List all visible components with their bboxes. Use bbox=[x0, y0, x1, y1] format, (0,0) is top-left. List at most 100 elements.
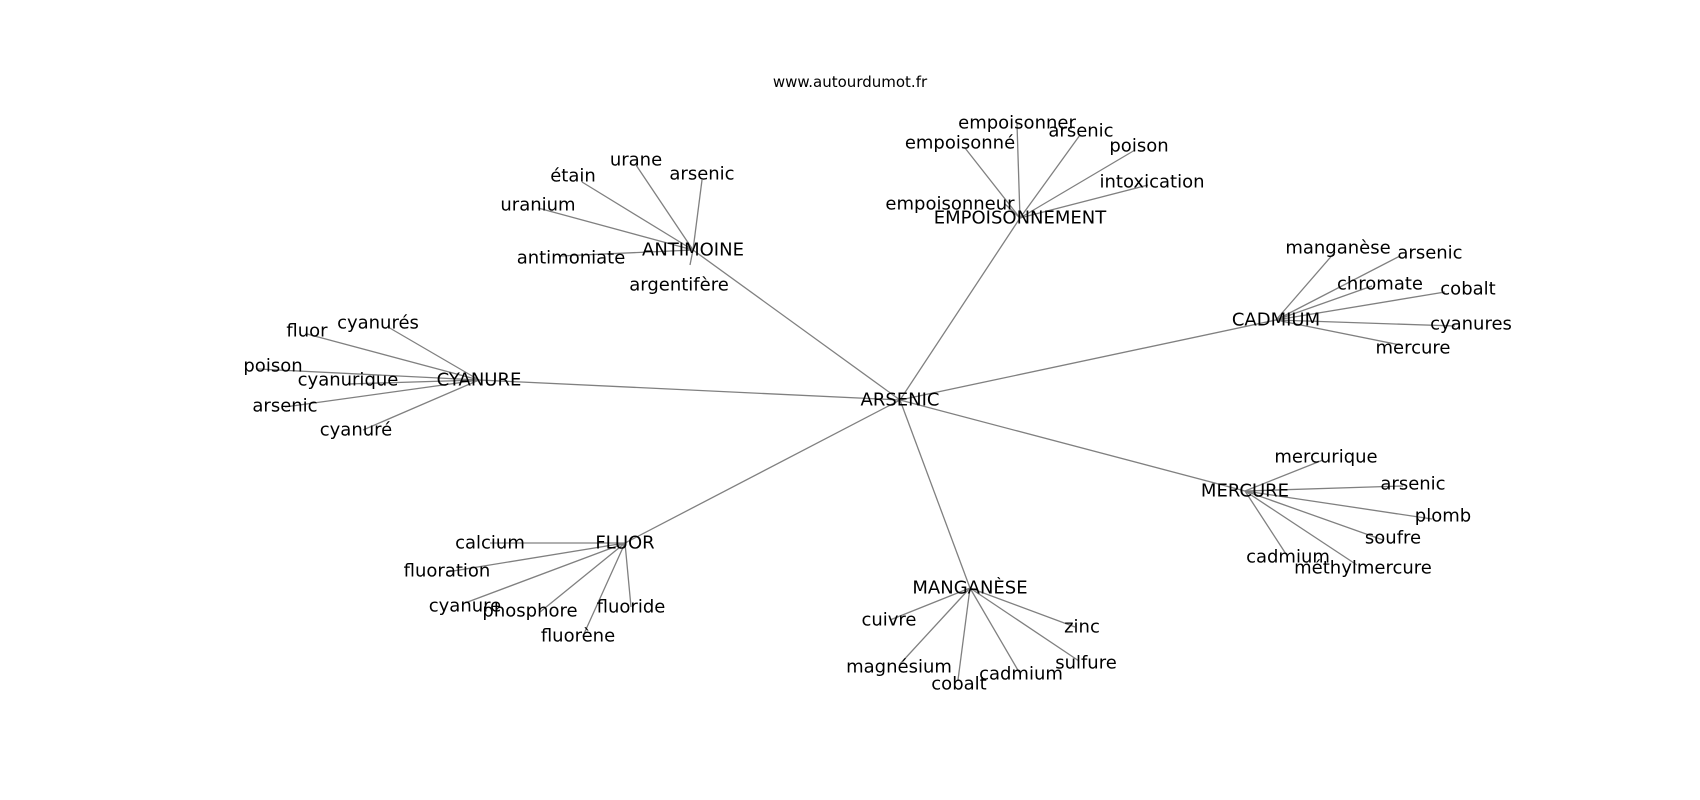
leaf-node[interactable]: cobalt bbox=[931, 674, 986, 695]
leaf-node[interactable]: arsenic bbox=[1048, 121, 1113, 142]
edge-hub-leaf bbox=[559, 249, 694, 257]
leaf-node[interactable]: cyanuré bbox=[320, 420, 392, 441]
leaf-node[interactable]: arsenic bbox=[1380, 474, 1445, 495]
edge-center-hub bbox=[899, 217, 1021, 401]
edge-hub-leaf bbox=[957, 587, 971, 681]
edge-hub-leaf bbox=[1244, 459, 1324, 492]
leaf-node[interactable]: cyanure bbox=[429, 596, 501, 617]
edge-hub-leaf bbox=[1016, 123, 1021, 219]
edge-hub-leaf bbox=[284, 379, 480, 408]
edge-center-hub bbox=[899, 399, 1246, 492]
leaf-node[interactable]: plomb bbox=[1415, 506, 1471, 527]
leaf-node[interactable]: empoisonneur bbox=[885, 194, 1015, 215]
edge-hub-leaf bbox=[1019, 184, 1149, 219]
edge-hub-leaf bbox=[446, 542, 626, 573]
edge-hub-leaf bbox=[582, 542, 626, 637]
leaf-node[interactable]: empoisonné bbox=[905, 133, 1015, 154]
edge-hub-leaf bbox=[539, 542, 626, 613]
edge-hub-leaf bbox=[1019, 134, 1081, 219]
hub-node[interactable]: MERCURE bbox=[1201, 481, 1289, 502]
edge-hub-leaf bbox=[1244, 490, 1358, 566]
edge-center-hub bbox=[692, 249, 901, 401]
leaf-node[interactable]: intoxication bbox=[1100, 172, 1205, 193]
leaf-node[interactable]: urane bbox=[610, 150, 662, 171]
leaf-node[interactable]: phosphore bbox=[482, 601, 577, 622]
leaf-node[interactable]: chromate bbox=[1337, 274, 1423, 295]
edge-hub-leaf bbox=[1275, 319, 1456, 327]
leaf-node[interactable]: cyanurique bbox=[298, 370, 399, 391]
edge-hub-leaf bbox=[624, 542, 632, 608]
edge-hub-leaf bbox=[1004, 203, 1021, 219]
edge-center-hub bbox=[624, 399, 901, 544]
leaf-node[interactable]: arsenic bbox=[252, 396, 317, 417]
edge-hub-leaf bbox=[689, 249, 694, 266]
edge-hub-leaf bbox=[692, 179, 703, 251]
leaf-node[interactable]: magnésium bbox=[846, 657, 952, 678]
edge-hub-leaf bbox=[1275, 319, 1401, 346]
edge-center-hub bbox=[899, 399, 971, 589]
leaf-node[interactable]: fluorène bbox=[541, 626, 615, 647]
edge-hub-leaf bbox=[464, 542, 626, 604]
center-node[interactable]: ARSENIC bbox=[861, 390, 940, 411]
leaf-node[interactable]: calcium bbox=[455, 533, 525, 554]
leaf-node[interactable]: méthylmercure bbox=[1294, 558, 1432, 579]
leaf-node[interactable]: cadmium bbox=[979, 664, 1063, 685]
edge-center-hub bbox=[899, 319, 1277, 401]
edge-hub-leaf bbox=[969, 587, 1080, 662]
leaf-node[interactable]: mercurique bbox=[1274, 447, 1377, 468]
edge-hub-leaf bbox=[1244, 490, 1384, 541]
leaf-node[interactable]: arsenic bbox=[669, 164, 734, 185]
site-title: www.autourdumot.fr bbox=[772, 73, 928, 91]
hub-node[interactable]: MANGANÈSE bbox=[912, 577, 1027, 599]
edge-hub-leaf bbox=[537, 207, 694, 251]
leaf-node[interactable]: sulfure bbox=[1055, 653, 1117, 674]
leaf-node[interactable]: fluor bbox=[286, 321, 328, 342]
leaf-node[interactable]: zinc bbox=[1064, 617, 1100, 638]
edge-hub-leaf bbox=[1275, 285, 1373, 321]
edge-hub-leaf bbox=[899, 587, 971, 665]
hub-node[interactable]: ANTIMOINE bbox=[642, 240, 744, 261]
edge-hub-leaf bbox=[964, 147, 1021, 219]
leaf-node[interactable]: étain bbox=[550, 166, 596, 187]
edge-center-hub bbox=[478, 379, 901, 401]
edge-hub-leaf bbox=[347, 379, 480, 385]
edge-hub-leaf bbox=[257, 368, 480, 381]
hub-node[interactable]: EMPOISONNEMENT bbox=[934, 208, 1107, 229]
edge-hub-leaf bbox=[581, 181, 694, 251]
leaf-node[interactable]: cyanures bbox=[1430, 314, 1512, 335]
leaf-node[interactable]: mercure bbox=[1376, 338, 1451, 359]
hub-node[interactable]: FLUOR bbox=[595, 533, 654, 554]
leaf-node[interactable]: argentifère bbox=[629, 275, 729, 296]
leaf-node[interactable]: manganèse bbox=[1285, 238, 1390, 259]
leaf-node[interactable]: uranium bbox=[500, 195, 575, 216]
edge-hub-leaf bbox=[387, 326, 480, 381]
edge-hub-leaf bbox=[1275, 291, 1446, 321]
edge-hub-leaf bbox=[635, 164, 694, 251]
leaf-node[interactable]: cobalt bbox=[1440, 279, 1495, 300]
edge-hub-leaf bbox=[1244, 485, 1404, 492]
edge-hub-leaf bbox=[306, 333, 480, 381]
leaf-node[interactable]: cuivre bbox=[861, 610, 916, 631]
leaf-node[interactable]: cadmium bbox=[1246, 547, 1330, 568]
edge-hub-leaf bbox=[969, 587, 1020, 673]
leaf-node[interactable]: poison bbox=[243, 356, 302, 377]
edge-hub-leaf bbox=[1275, 251, 1336, 321]
leaf-node[interactable]: soufre bbox=[1365, 528, 1421, 549]
edge-hub-leaf bbox=[1019, 149, 1136, 219]
edge-hub-leaf bbox=[1244, 490, 1433, 520]
leaf-node[interactable]: poison bbox=[1109, 136, 1168, 157]
edge-hub-leaf bbox=[1244, 490, 1287, 555]
leaf-node[interactable]: antimoniate bbox=[517, 248, 626, 269]
leaf-node[interactable]: fluoride bbox=[597, 597, 666, 618]
edge-hub-leaf bbox=[969, 587, 1076, 628]
edge-hub-leaf bbox=[889, 587, 971, 621]
leaf-node[interactable]: arsenic bbox=[1397, 243, 1462, 264]
hub-node[interactable]: CADMIUM bbox=[1232, 310, 1320, 331]
leaf-node[interactable]: fluoration bbox=[404, 561, 491, 582]
edge-hub-leaf bbox=[362, 379, 480, 431]
leaf-node[interactable]: cyanurés bbox=[337, 313, 419, 334]
hub-node[interactable]: CYANURE bbox=[437, 370, 522, 391]
edge-hub-leaf bbox=[1275, 255, 1401, 321]
leaf-node[interactable]: empoisonner bbox=[958, 113, 1076, 134]
